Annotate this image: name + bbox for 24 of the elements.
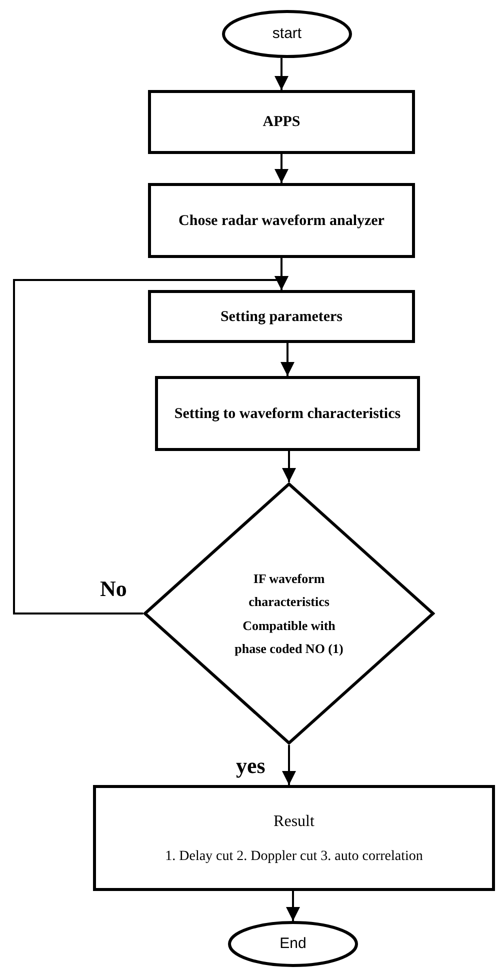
start-terminal	[222, 10, 352, 58]
process-box	[148, 183, 415, 258]
arrow	[286, 891, 300, 921]
result-box	[93, 785, 495, 891]
arrow	[274, 58, 288, 90]
arrow	[274, 154, 288, 183]
arrow	[13, 276, 288, 614]
box-heading: Result	[274, 812, 314, 832]
decision-diamond	[143, 482, 435, 745]
process-box	[148, 90, 415, 154]
node-label: End	[280, 934, 306, 954]
arrow	[282, 745, 296, 785]
arrow	[280, 343, 294, 376]
arrow	[282, 451, 296, 482]
process-box	[155, 376, 420, 451]
process-box	[148, 290, 415, 343]
node-label: APPS	[262, 113, 302, 132]
node-label: Chose radar waveform analyzer	[178, 212, 386, 230]
node-label: 1. Delay cut 2. Doppler cut 3. auto correlation	[165, 848, 423, 866]
node-label: IF waveform characteristics Compatible with phase coded NO (1)	[234, 570, 344, 658]
node-label: Setting to waveform characteristics	[173, 404, 402, 424]
node-label: Setting parameters	[219, 308, 344, 326]
end-terminal	[228, 921, 358, 967]
node-label: start	[272, 24, 302, 44]
